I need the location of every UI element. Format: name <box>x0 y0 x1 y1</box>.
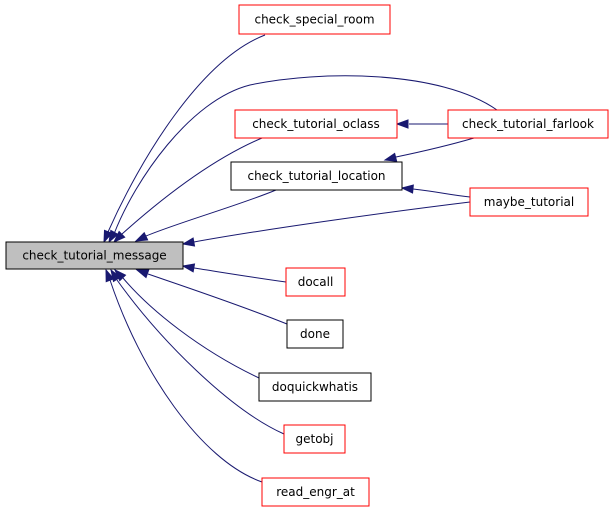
edge-check_tutorial_farlook-to-check_tutorial_oclass <box>395 119 448 129</box>
edge-line <box>395 137 475 158</box>
edge-line <box>121 137 263 235</box>
arrow-head-icon <box>400 184 414 194</box>
nodes-layer: check_tutorial_message check_special_room… <box>5 4 609 507</box>
node-check_tutorial_farlook[interactable]: check_tutorial_farlook <box>447 109 609 139</box>
edge-line <box>147 273 288 325</box>
node-docall[interactable]: docall <box>285 267 346 297</box>
arrow-head-icon <box>134 231 149 242</box>
node-read_engr_at[interactable]: read_engr_at <box>261 477 370 507</box>
edge-line <box>412 188 471 198</box>
node-label: read_engr_at <box>276 485 355 499</box>
node-label: check_tutorial_location <box>247 169 385 183</box>
node-box <box>469 187 589 217</box>
node-check_tutorial_message: check_tutorial_message <box>5 241 184 270</box>
arrow-head-icon <box>112 230 126 244</box>
edge-check_tutorial_location-to-check_tutorial_message <box>134 189 277 242</box>
arrow-head-icon <box>135 269 150 279</box>
edge-line <box>145 189 277 237</box>
arrow-head-icon <box>383 152 398 162</box>
node-box <box>261 477 370 507</box>
node-box <box>283 424 346 454</box>
arrow-head-icon <box>181 237 196 247</box>
node-label: done <box>300 327 330 341</box>
edge-read_engr_at-to-check_tutorial_message <box>105 268 263 483</box>
node-getobj[interactable]: getobj <box>283 424 346 454</box>
edge-check_tutorial_farlook-to-check_tutorial_message <box>108 75 498 244</box>
node-box <box>286 319 344 349</box>
node-box <box>234 109 398 139</box>
arrow-head-icon <box>105 268 115 283</box>
node-label: check_tutorial_oclass <box>252 117 380 131</box>
node-box <box>447 109 609 139</box>
edges-layer <box>103 34 498 483</box>
edge-line <box>107 34 266 233</box>
edge-line <box>116 279 285 435</box>
node-label: doquickwhatis <box>272 380 358 394</box>
node-label: maybe_tutorial <box>484 195 574 209</box>
edge-line <box>113 75 498 235</box>
node-label: check_special_room <box>254 13 374 27</box>
edge-docall-to-check_tutorial_message <box>181 263 287 283</box>
node-label: docall <box>298 275 334 289</box>
node-check_special_room[interactable]: check_special_room <box>238 4 391 35</box>
node-label: check_tutorial_farlook <box>462 117 594 131</box>
node-label: getobj <box>296 432 334 446</box>
arrow-head-icon <box>395 119 409 129</box>
node-box <box>258 372 372 402</box>
node-box <box>230 161 403 191</box>
edge-line <box>109 279 263 483</box>
node-box <box>5 241 184 270</box>
edge-check_tutorial_farlook-to-check_tutorial_location <box>383 137 475 162</box>
node-check_tutorial_location[interactable]: check_tutorial_location <box>230 161 403 191</box>
node-maybe_tutorial[interactable]: maybe_tutorial <box>469 187 589 217</box>
edge-maybe_tutorial-to-check_tutorial_location <box>400 184 471 198</box>
edge-line <box>193 267 287 283</box>
edge-done-to-check_tutorial_message <box>135 269 288 325</box>
arrow-head-icon <box>181 263 196 273</box>
edge-check_tutorial_oclass-to-check_tutorial_message <box>112 137 263 244</box>
node-box <box>238 4 391 35</box>
node-done[interactable]: done <box>286 319 344 349</box>
arrow-head-icon <box>108 229 119 244</box>
edge-maybe_tutorial-to-check_tutorial_message <box>181 201 471 247</box>
node-box <box>285 267 346 297</box>
node-doquickwhatis[interactable]: doquickwhatis <box>258 372 372 402</box>
edge-line <box>193 201 471 243</box>
edge-line <box>122 277 260 379</box>
edge-getobj-to-check_tutorial_message <box>110 268 285 435</box>
node-check_tutorial_oclass[interactable]: check_tutorial_oclass <box>234 109 398 139</box>
node-label: check_tutorial_message <box>22 249 166 263</box>
